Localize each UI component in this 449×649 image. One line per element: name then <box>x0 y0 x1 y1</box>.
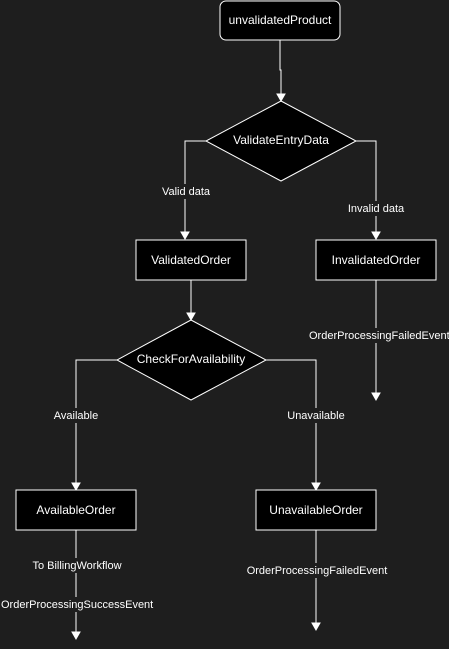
arrowhead-icon <box>180 231 190 241</box>
node-label-unavailable-order: UnavailableOrder <box>269 503 362 517</box>
edge-label-invalid-data: Invalid data <box>348 203 405 215</box>
node-unavailable-order[interactable] <box>255 489 377 531</box>
node-unvalidated-product[interactable] <box>219 0 341 41</box>
arrowhead-icon <box>371 392 381 402</box>
edge-label-valid-data: Valid data <box>162 186 211 198</box>
node-label-available-order: AvailableOrder <box>36 503 115 517</box>
edge-label-processing-success-event: OrderProcessingSuccessEvent <box>1 599 153 611</box>
edge-valid-data <box>184 140 206 232</box>
arrowhead-icon <box>311 482 321 492</box>
decision-validate-entry-data[interactable] <box>204 100 358 182</box>
node-invalidated-order[interactable] <box>315 239 437 281</box>
arrowhead-icon <box>71 482 81 492</box>
edge-invalid-data <box>356 140 377 232</box>
decision-check-for-availability[interactable] <box>115 319 268 401</box>
arrowhead-icon <box>371 231 381 241</box>
edge-label-invalidated-failed-event: OrderProcessingFailedEvent <box>309 330 449 342</box>
node-label-validated-order: ValidatedOrder <box>151 253 231 267</box>
edge-label-unavailable-failed-event: OrderProcessingFailedEvent <box>247 565 388 577</box>
decision-label-check-for-availability: CheckForAvailability <box>137 352 246 366</box>
decision-label-validate-entry-data: ValidateEntryData <box>233 133 329 147</box>
edge-label-to-billing-workflow: To BillingWorkflow <box>32 560 121 572</box>
arrowhead-icon <box>186 312 196 322</box>
node-label-invalidated-order: InvalidatedOrder <box>332 253 421 267</box>
edge-label-available: Available <box>54 410 98 422</box>
node-validated-order[interactable] <box>135 239 247 281</box>
arrowhead-icon <box>276 93 286 103</box>
edge-product-to-validate <box>279 40 282 94</box>
node-label-unvalidated-product: unvalidatedProduct <box>229 13 332 27</box>
arrowhead-icon <box>71 631 81 641</box>
node-available-order[interactable] <box>15 489 137 531</box>
edge-available <box>75 359 117 483</box>
arrowhead-icon <box>311 622 321 632</box>
edge-unavailable <box>266 359 317 483</box>
edge-label-unavailable: Unavailable <box>287 410 344 422</box>
